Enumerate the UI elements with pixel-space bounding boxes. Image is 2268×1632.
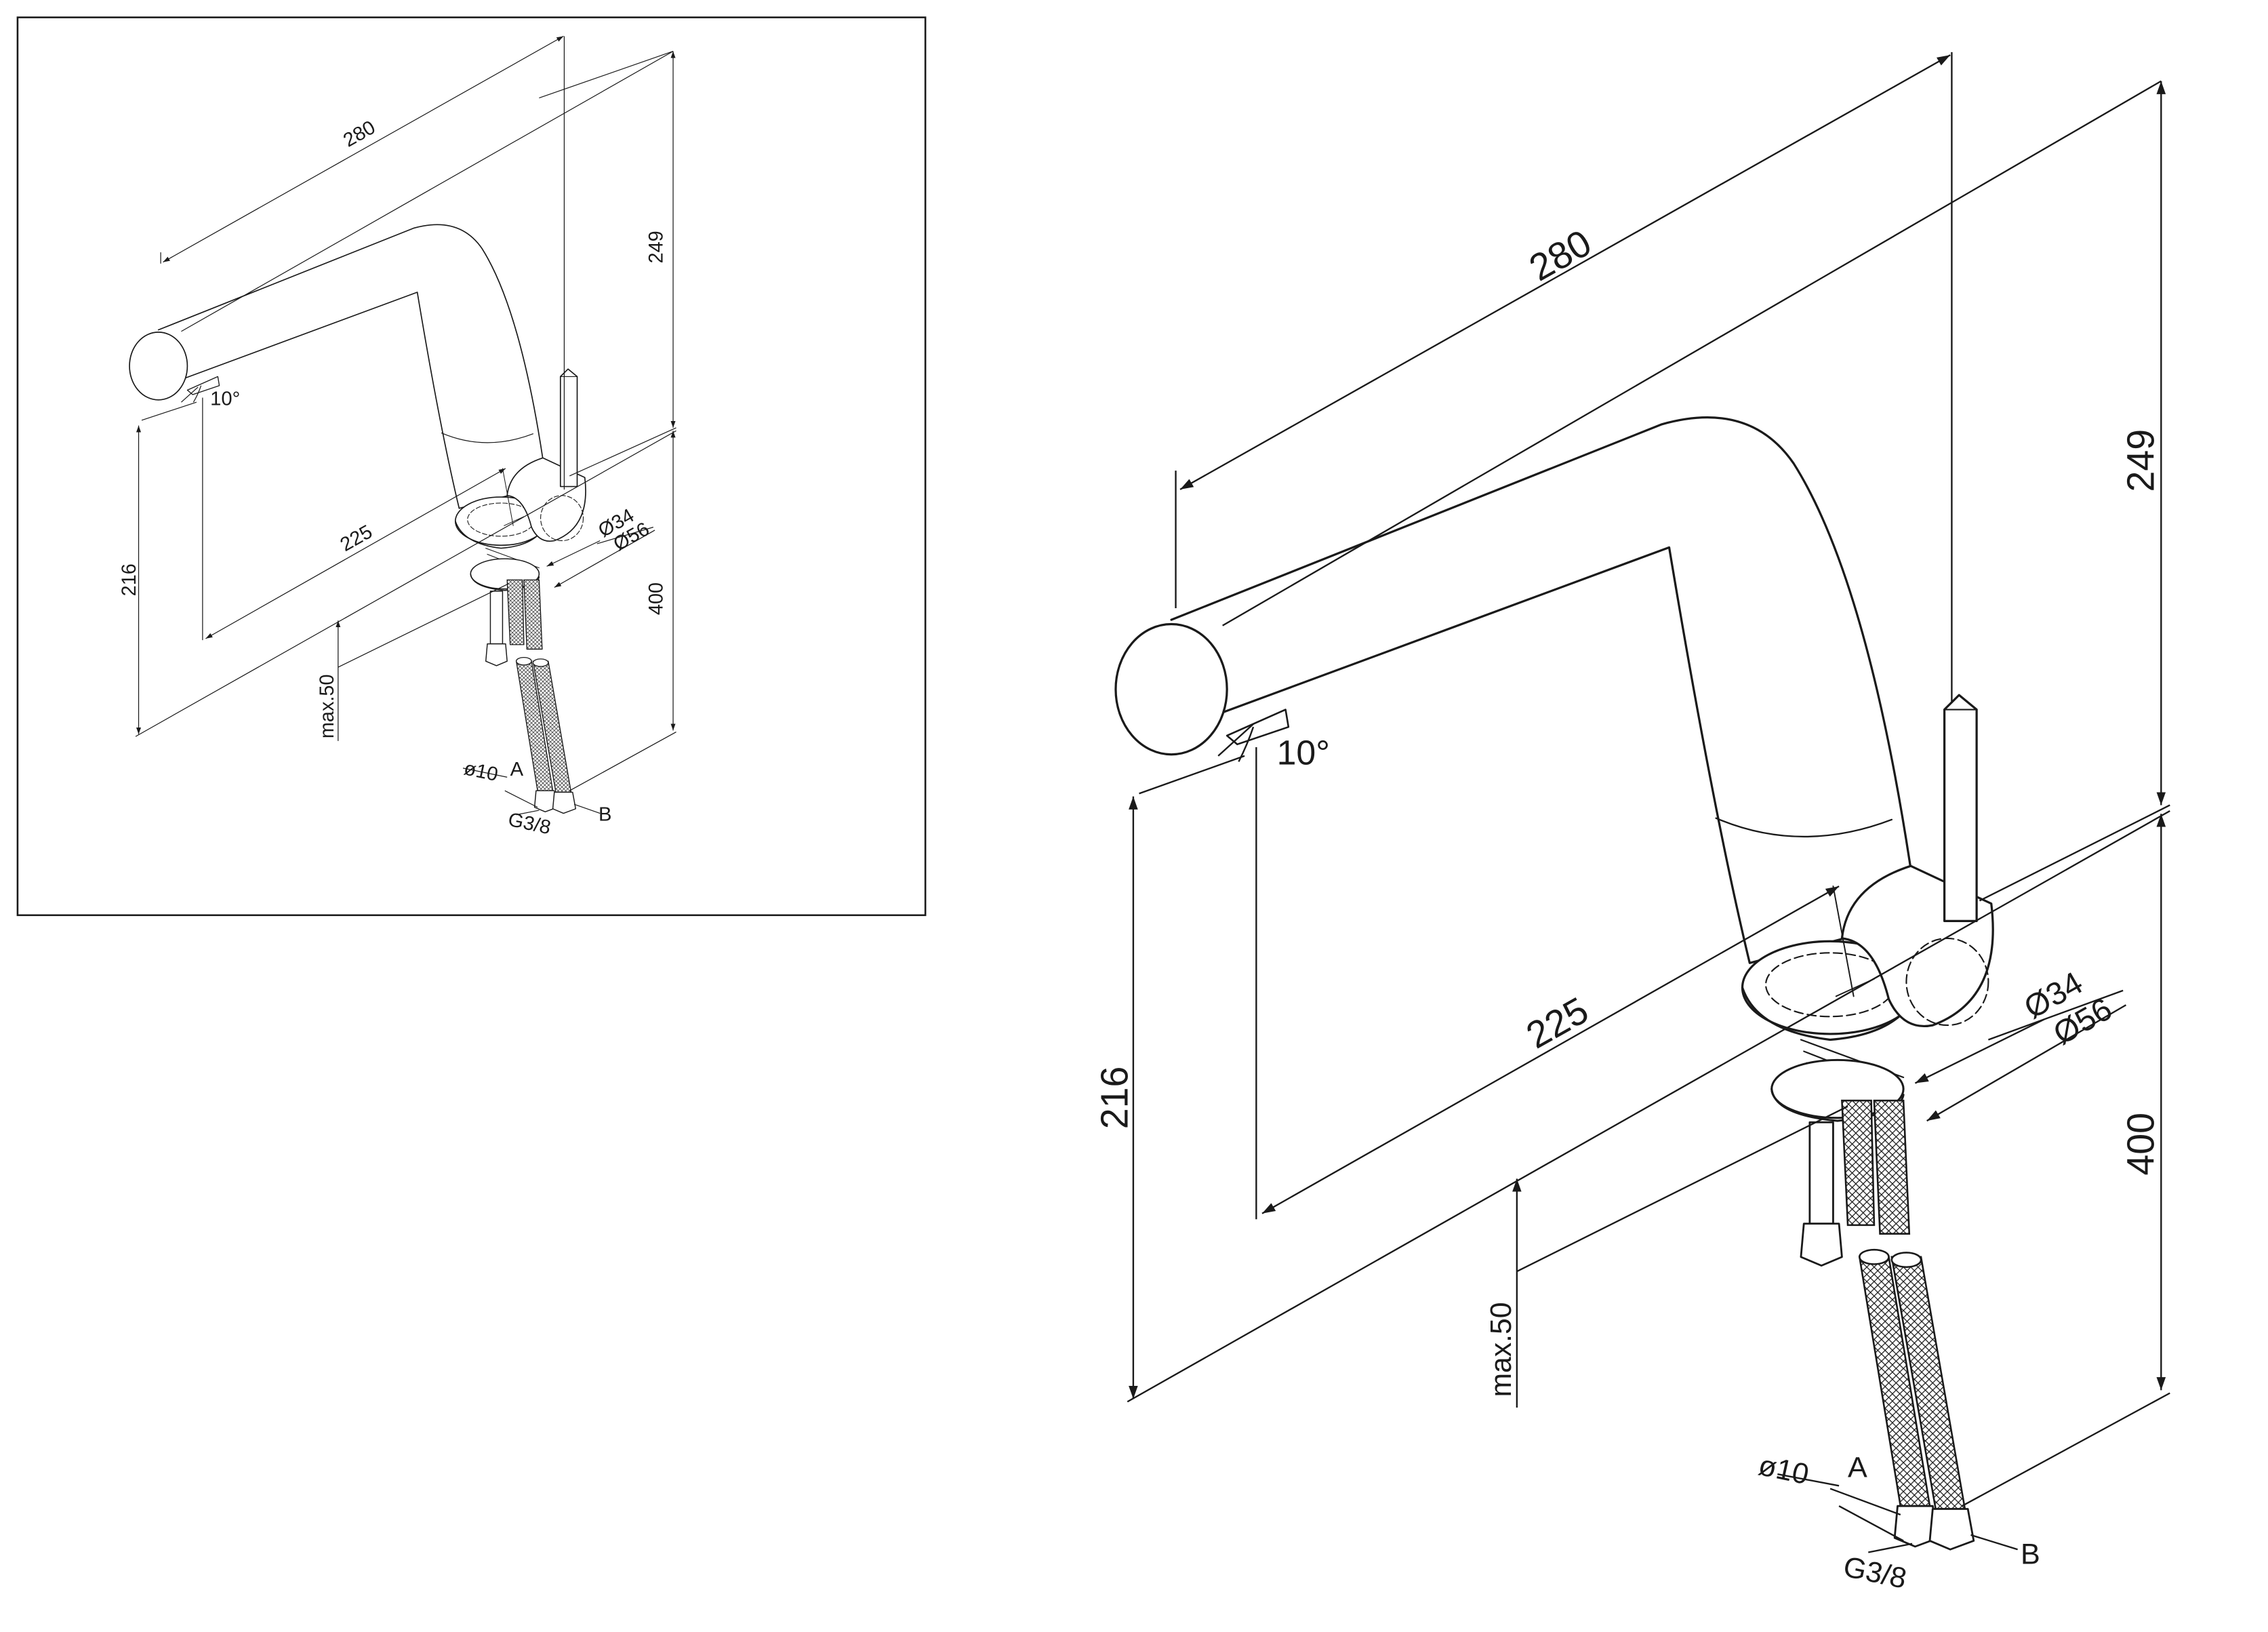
ext-line-top	[1222, 80, 2162, 626]
ext-line-deck-top	[1979, 804, 2170, 902]
ext-line-deck	[1127, 810, 2170, 1403]
label-connection-thread: G3/8	[1840, 1551, 1909, 1595]
leader-hose-b	[1970, 1534, 2018, 1551]
thumbnail-frame	[16, 16, 927, 917]
thumb-label-length: 280	[340, 117, 379, 152]
thumb-label-hose-a: A	[510, 759, 524, 780]
label-hose-b: B	[2021, 1538, 2040, 1571]
label-hose-length: 400	[2119, 1113, 2162, 1176]
label-supply-pipe: ø10	[1756, 1449, 1812, 1491]
ext-line-deck-bottom	[1516, 1105, 1848, 1273]
leader-thread	[1838, 1505, 1904, 1542]
thumb-label-spout-height: 216	[119, 563, 140, 596]
dim-line-length	[1179, 54, 1951, 490]
thumbnail-view: 280 249 216 225 400 max.50 10° Ø34 Ø56 ø…	[119, 35, 676, 839]
dim-line-reach	[1261, 885, 1840, 1214]
thumb-label-deck: max.50	[317, 674, 338, 738]
thumb-label-reach: 225	[337, 521, 376, 556]
main-view: 280 249 216 225 400 max.50 10° Ø34 Ø56 ø…	[1093, 52, 2170, 1595]
label-hose-a: A	[1848, 1452, 1867, 1484]
dim-line-hole	[1914, 1018, 2045, 1084]
leader-pipe	[1777, 1473, 1840, 1487]
thumb-label-hose-length: 400	[645, 582, 667, 615]
dim-line-base	[1926, 1004, 2127, 1122]
ext-line-hose-end	[1961, 1392, 2170, 1507]
thumb-label-height: 249	[645, 231, 667, 263]
thumb-label-thread: G3/8	[506, 809, 553, 839]
thumb-label-hose-b: B	[599, 804, 611, 826]
label-height: 249	[2119, 429, 2162, 492]
ext-line-spout-bottom	[1139, 755, 1245, 795]
thumb-label-angle: 10°	[210, 389, 240, 410]
leader-hose-a	[1829, 1488, 1901, 1516]
thumb-label-pipe: ø10	[462, 757, 500, 785]
label-deck-thickness: max.50	[1485, 1302, 1518, 1397]
label-length: 280	[1522, 221, 1598, 289]
label-spout-angle: 10°	[1277, 733, 1330, 772]
label-reach: 225	[1519, 989, 1596, 1056]
label-spout-height: 216	[1093, 1067, 1135, 1130]
